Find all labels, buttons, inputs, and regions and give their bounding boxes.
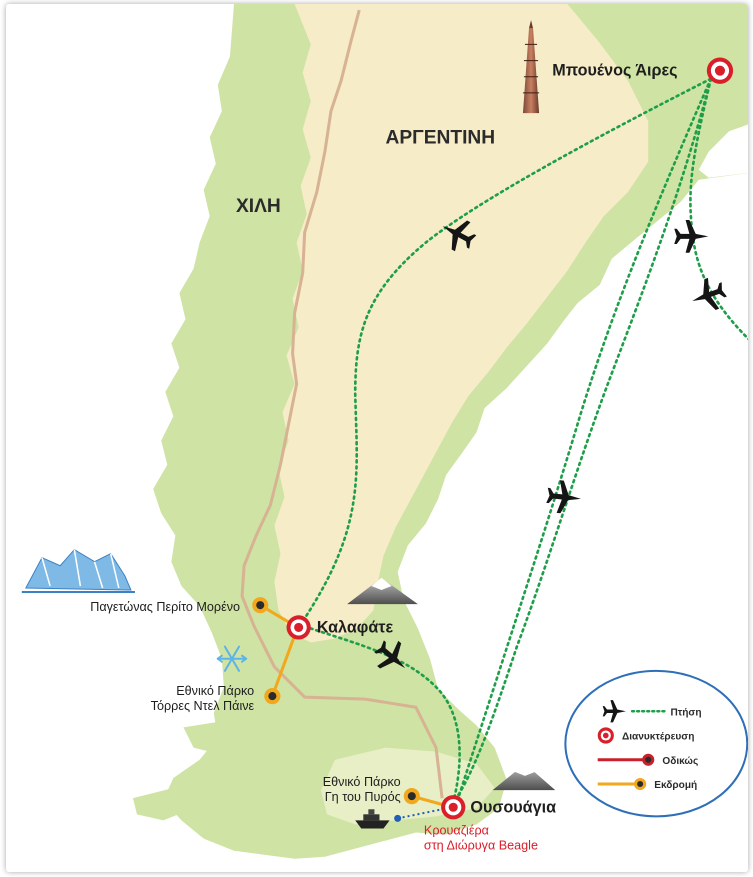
beagle-marker bbox=[394, 814, 402, 822]
flight-route-buenosaires-ushuaia-a bbox=[454, 77, 713, 800]
airplane-icons bbox=[374, 219, 727, 669]
excursion-label-beagle-2: στη Διώρυγα Beagle bbox=[424, 839, 538, 853]
landmass-interior bbox=[274, 4, 649, 643]
river-plate bbox=[698, 124, 748, 178]
flight-route-buenosaires-calafate bbox=[303, 77, 713, 620]
legend-excursion-row: Εκδρομή bbox=[597, 777, 697, 791]
legend-label-excursion: Εκδρομή bbox=[654, 780, 697, 791]
city-label-ushuaia: Ουσουάγια bbox=[470, 798, 556, 816]
airplane-icon bbox=[602, 700, 626, 723]
flight-route-calafate-ushuaia bbox=[303, 625, 461, 800]
excursion-marker-torres-del-paine bbox=[264, 688, 281, 705]
excursion-label-tierra-2: Γη του Πυρός bbox=[325, 790, 401, 804]
flight-routes bbox=[303, 77, 748, 800]
patagonia-route-map: ΑΡΓΕΝΤΙΝΗ ΧΙΛΗ Μπουένος Άιρες Καλαφάτε Ο… bbox=[7, 4, 748, 872]
snowflake-icon bbox=[216, 645, 248, 672]
mountain-icon bbox=[492, 763, 556, 791]
legend-label-overnight: Διανυκτέρευση bbox=[622, 732, 694, 743]
glacier-icon bbox=[21, 548, 135, 594]
obelisk-icon bbox=[522, 20, 540, 114]
flight-route-east bbox=[689, 77, 748, 341]
overnight-marker-ushuaia bbox=[441, 795, 466, 820]
city-label-calafate: Καλαφάτε bbox=[317, 618, 394, 636]
andes-border bbox=[240, 9, 444, 799]
country-label-argentina: ΑΡΓΕΝΤΙΝΗ bbox=[386, 127, 496, 148]
country-label-chile: ΧΙΛΗ bbox=[236, 196, 281, 217]
legend-overnight-row: Διανυκτέρευση bbox=[597, 727, 694, 744]
airplane-icon bbox=[374, 640, 406, 669]
airplane-icon bbox=[674, 219, 709, 253]
airplane-icon bbox=[442, 220, 477, 252]
map-frame: ΑΡΓΕΝΤΙΝΗ ΧΙΛΗ Μπουένος Άιρες Καλαφάτε Ο… bbox=[6, 4, 748, 872]
excursion-marker-tierra-del-fuego bbox=[403, 788, 420, 805]
overnight-marker-calafate bbox=[286, 615, 311, 640]
airplane-icon bbox=[692, 277, 727, 310]
ship-icon bbox=[355, 809, 390, 829]
city-label-buenos-aires: Μπουένος Άιρες bbox=[552, 62, 677, 80]
excursion-marker-perito-moreno bbox=[252, 597, 269, 614]
airplane-icon bbox=[546, 480, 581, 514]
excursion-label-tierra-1: Εθνικό Πάρκο bbox=[323, 775, 401, 789]
mountain-icon bbox=[347, 577, 418, 605]
overnight-marker-buenos-aires bbox=[706, 57, 734, 84]
legend: Πτήση Διανυκτέρευση Οδικώς Εκδρομή bbox=[564, 669, 748, 818]
airplane-icon bbox=[602, 700, 626, 723]
legend-road-row: Οδικώς bbox=[597, 753, 698, 767]
legend-label-road: Οδικώς bbox=[662, 756, 698, 767]
excursion-label-torres-1: Εθνικό Πάρκο bbox=[176, 684, 254, 698]
excursion-label-perito-moreno: Παγετώνας Περίτο Μορένο bbox=[90, 600, 240, 614]
flight-route-buenosaires-ushuaia-b bbox=[456, 77, 713, 800]
legend-flight-row: Πτήση bbox=[602, 700, 701, 723]
excursion-label-torres-2: Τόρρες Ντελ Πάινε bbox=[151, 699, 255, 713]
south-islands bbox=[132, 719, 265, 821]
legend-label-flight: Πτήση bbox=[670, 707, 701, 718]
excursion-label-beagle-1: Κρουαζιέρα bbox=[424, 824, 489, 838]
